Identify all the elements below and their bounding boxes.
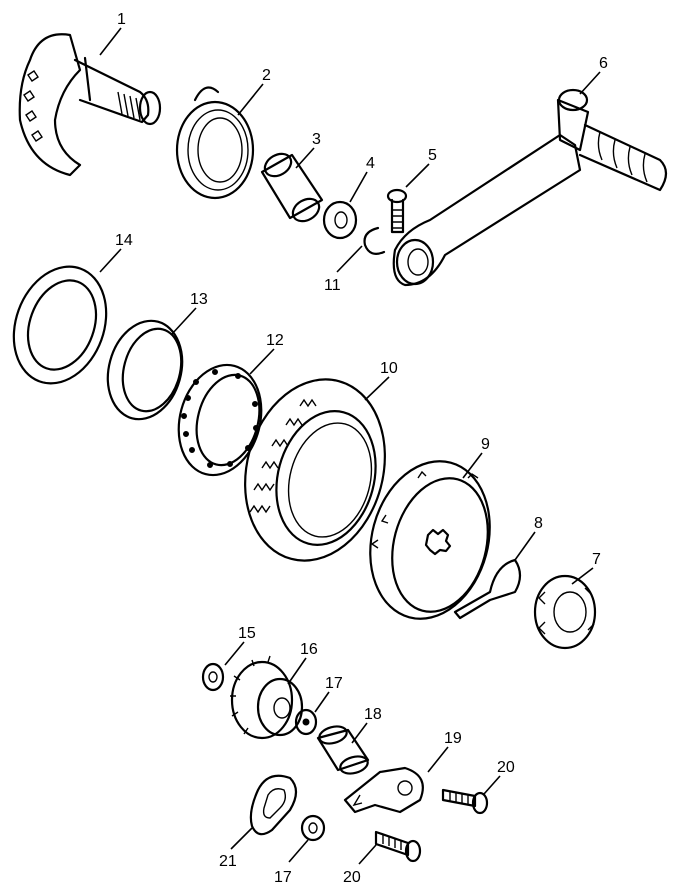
roller-dots	[181, 369, 259, 468]
callout-1: 1	[117, 11, 126, 28]
callout-14: 14	[115, 232, 133, 249]
part-18-shaft	[316, 725, 370, 775]
callout-9: 9	[481, 436, 490, 453]
callout-15: 15	[238, 625, 256, 642]
callout-17-upper: 17	[325, 675, 343, 692]
part-15-washer	[201, 662, 225, 692]
part-6-kick-lever	[392, 88, 668, 287]
part-7-drive-gear	[533, 574, 597, 650]
callout-8: 8	[534, 515, 543, 532]
callout-5: 5	[428, 147, 437, 164]
callout-11: 11	[324, 277, 341, 294]
part-13-race	[106, 319, 184, 421]
part-11-circlip	[363, 226, 386, 255]
callout-18: 18	[364, 706, 382, 723]
callout-21: 21	[219, 853, 237, 870]
part-3-sleeve	[260, 152, 324, 223]
callout-13: 13	[190, 291, 208, 308]
callout-17-lower: 17	[274, 869, 292, 886]
part-16-idler-gear	[230, 655, 304, 740]
part-8-shim	[453, 558, 522, 620]
part-21-link	[249, 774, 298, 836]
callout-4: 4	[366, 155, 375, 172]
part-10-starter-gear	[244, 378, 386, 562]
callout-3: 3	[312, 131, 321, 148]
part-2-kick-spring	[175, 86, 255, 200]
callout-20-bottom: 20	[343, 869, 361, 886]
callout-20-right: 20	[497, 759, 515, 776]
part-5-bolt	[386, 188, 408, 234]
leader-lines	[99, 27, 601, 865]
callout-2: 2	[262, 67, 271, 84]
callout-12: 12	[266, 332, 284, 349]
part-12-roller-cage	[177, 363, 263, 477]
part-20-screw-right	[441, 788, 489, 815]
callout-7: 7	[592, 551, 601, 568]
part-20-screw-bottom	[374, 830, 422, 863]
part-9-clutch-plate	[369, 460, 491, 620]
callout-labels: 1 2 3 4 5 6 7 8 9 10 11 12 13 14 15 16 1…	[115, 11, 608, 886]
part-17-washer-upper	[294, 708, 318, 736]
part-1-kick-shaft	[18, 33, 162, 177]
part-14-outer-ring	[12, 265, 108, 385]
callout-19: 19	[444, 730, 462, 747]
callout-10: 10	[380, 360, 398, 377]
callout-6: 6	[599, 55, 608, 72]
callout-16: 16	[300, 641, 318, 658]
part-17-washer-lower	[300, 814, 326, 842]
part-4-washer	[322, 200, 358, 240]
part-19-bracket	[343, 766, 424, 814]
